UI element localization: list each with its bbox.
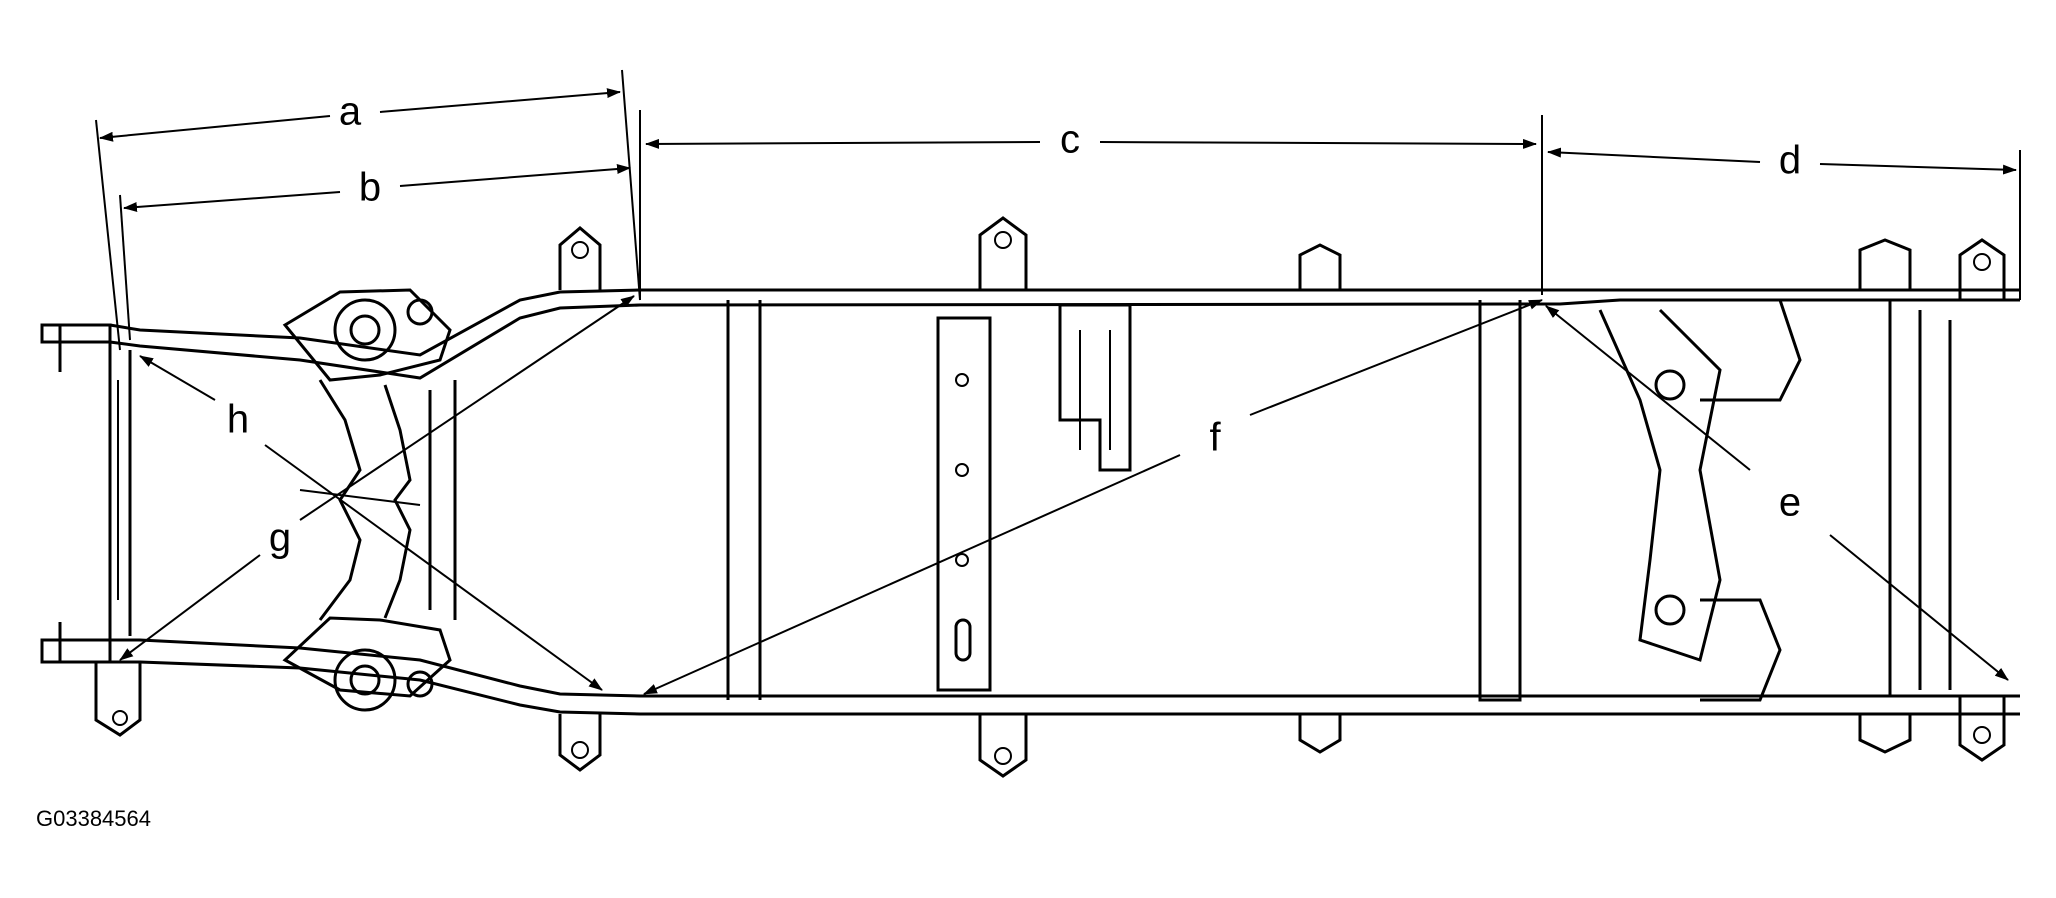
dimension-label-h: h: [227, 398, 249, 442]
dimension-label-f: f: [1209, 416, 1221, 460]
dimension-label-b: b: [359, 166, 381, 210]
dimension-label-e: e: [1779, 481, 1801, 525]
dimension-label-a: a: [339, 90, 362, 134]
dimension-lines: [95, 69, 2021, 695]
dimension-label-d: d: [1779, 139, 1801, 183]
dimension-label-c: c: [1060, 118, 1080, 162]
vehicle-frame: [40, 216, 2020, 778]
figure-id: G03384564: [36, 806, 151, 831]
dimension-label-g: g: [269, 516, 291, 560]
